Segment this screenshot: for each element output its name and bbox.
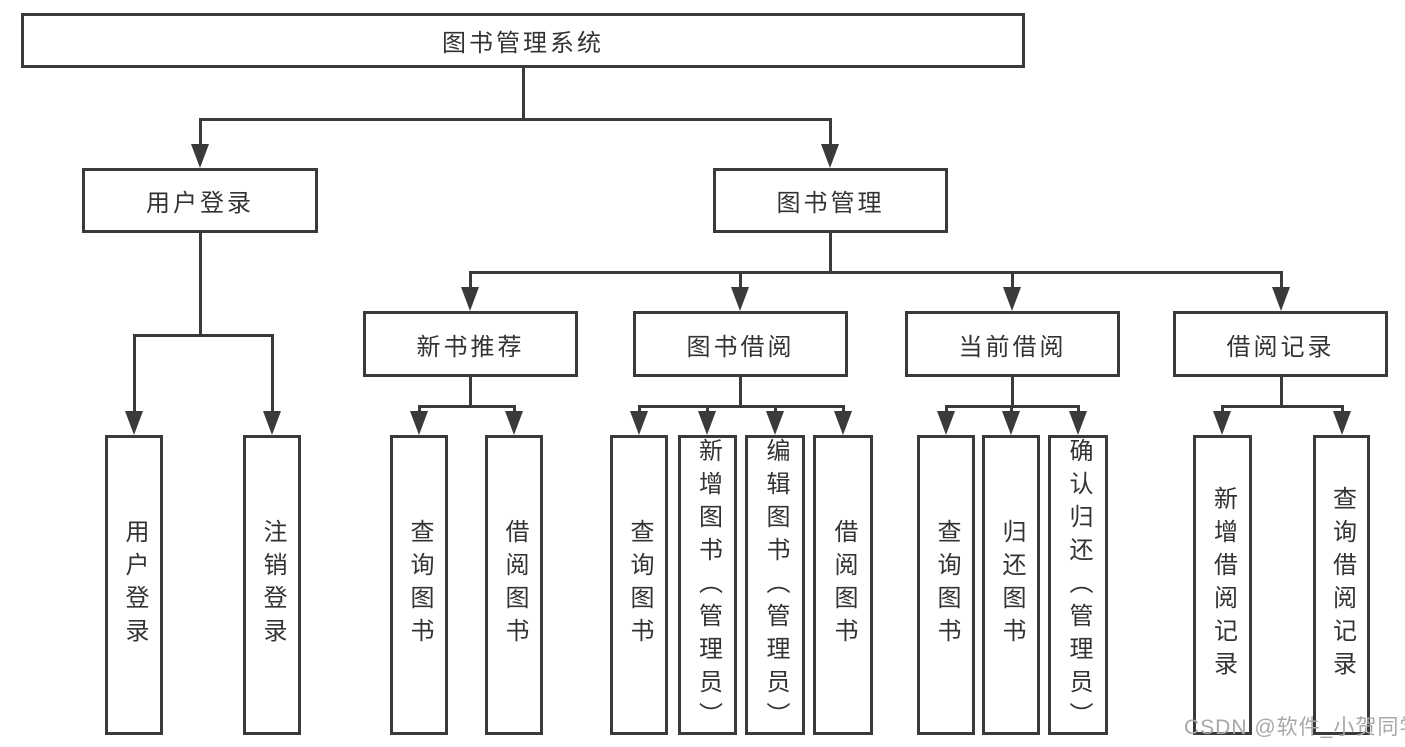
leaf-user-login-label: 用户登录 xyxy=(121,519,148,651)
node-book-borrow: 图书借阅 xyxy=(633,311,848,377)
connector-arrow-down xyxy=(698,405,716,435)
leaf-bb-query-books-label: 查询图书 xyxy=(626,519,653,651)
leaf-nbr-query-books-label: 查询图书 xyxy=(406,519,433,651)
connector-line xyxy=(199,233,202,337)
connector-arrow-down xyxy=(834,405,852,435)
connector-line xyxy=(1280,377,1283,408)
node-new-book-recommend: 新书推荐 xyxy=(363,311,578,377)
connector-line xyxy=(739,377,742,408)
node-root-label: 图书管理系统 xyxy=(442,30,604,57)
connector-arrow-down xyxy=(461,271,479,311)
leaf-cb-return-books-label: 归还图书 xyxy=(998,519,1025,651)
connector-line xyxy=(522,68,525,121)
leaf-nbr-borrow-books: 借阅图书 xyxy=(485,435,543,735)
leaf-nbr-query-books: 查询图书 xyxy=(390,435,448,735)
watermark: CSDN @软件_小贺同学 xyxy=(1184,716,1405,739)
leaf-br-query-record-label: 查询借阅记录 xyxy=(1328,486,1356,684)
node-new-book-recommend-label: 新书推荐 xyxy=(416,333,525,361)
node-root: 图书管理系统 xyxy=(21,13,1025,68)
connector-arrow-down xyxy=(1272,271,1290,311)
leaf-bb-edit-books-admin-label: 编辑图书（管理员） xyxy=(762,438,789,735)
connector-arrow-down xyxy=(821,118,839,168)
node-user-login-group-label: 用户登录 xyxy=(146,190,254,217)
leaf-bb-borrow-books-label: 借阅图书 xyxy=(830,519,857,651)
leaf-bb-query-books: 查询图书 xyxy=(610,435,668,735)
leaf-cb-return-books: 归还图书 xyxy=(982,435,1040,735)
connector-line xyxy=(469,377,472,408)
connector-arrow-down xyxy=(191,118,209,168)
node-book-borrow-label: 图书借阅 xyxy=(686,333,795,361)
leaf-bb-edit-books-admin: 编辑图书（管理员） xyxy=(745,435,805,735)
node-user-login-group: 用户登录 xyxy=(82,168,318,233)
node-current-borrow-label: 当前借阅 xyxy=(958,333,1067,361)
node-book-management-label: 图书管理 xyxy=(776,190,885,217)
leaf-user-login: 用户登录 xyxy=(105,435,163,735)
connector-arrow-down xyxy=(1069,405,1087,435)
connector-line xyxy=(1221,405,1343,408)
connector-arrow-down xyxy=(263,334,281,435)
node-current-borrow: 当前借阅 xyxy=(905,311,1120,377)
leaf-nbr-borrow-books-label: 借阅图书 xyxy=(501,519,528,651)
connector-arrow-down xyxy=(766,405,784,435)
connector-line xyxy=(133,334,274,337)
leaf-cb-confirm-return-admin: 确认归还（管理员） xyxy=(1048,435,1108,735)
connector-arrow-down xyxy=(937,405,955,435)
connector-line xyxy=(199,118,832,121)
leaf-bb-borrow-books: 借阅图书 xyxy=(813,435,873,735)
leaf-cb-query-books: 查询图书 xyxy=(917,435,975,735)
leaf-logout: 注销登录 xyxy=(243,435,301,735)
connector-arrow-down xyxy=(1003,271,1021,311)
leaf-br-add-record-label: 新增借阅记录 xyxy=(1209,486,1237,684)
node-book-management: 图书管理 xyxy=(713,168,948,233)
connector-arrow-down xyxy=(1002,405,1020,435)
leaf-br-add-record: 新增借阅记录 xyxy=(1193,435,1252,735)
connector-arrow-down xyxy=(410,405,428,435)
leaf-bb-add-books-admin: 新增图书（管理员） xyxy=(678,435,737,735)
connector-line xyxy=(829,233,832,274)
connector-line xyxy=(469,271,1282,274)
connector-arrow-down xyxy=(1333,405,1351,435)
connector-line xyxy=(418,405,516,408)
node-borrow-records-label: 借阅记录 xyxy=(1226,333,1335,361)
leaf-br-query-record: 查询借阅记录 xyxy=(1313,435,1370,735)
leaf-bb-add-books-admin-label: 新增图书（管理员） xyxy=(694,438,722,735)
leaf-cb-query-books-label: 查询图书 xyxy=(933,519,960,651)
leaf-cb-confirm-return-admin-label: 确认归还（管理员） xyxy=(1065,438,1092,735)
connector-arrow-down xyxy=(630,405,648,435)
connector-arrow-down xyxy=(731,271,749,311)
connector-arrow-down xyxy=(1213,405,1231,435)
leaf-logout-label: 注销登录 xyxy=(259,519,286,651)
connector-line xyxy=(1011,377,1014,408)
connector-arrow-down xyxy=(125,334,143,435)
connector-arrow-down xyxy=(505,405,523,435)
connector-line xyxy=(638,405,845,408)
node-borrow-records: 借阅记录 xyxy=(1173,311,1388,377)
